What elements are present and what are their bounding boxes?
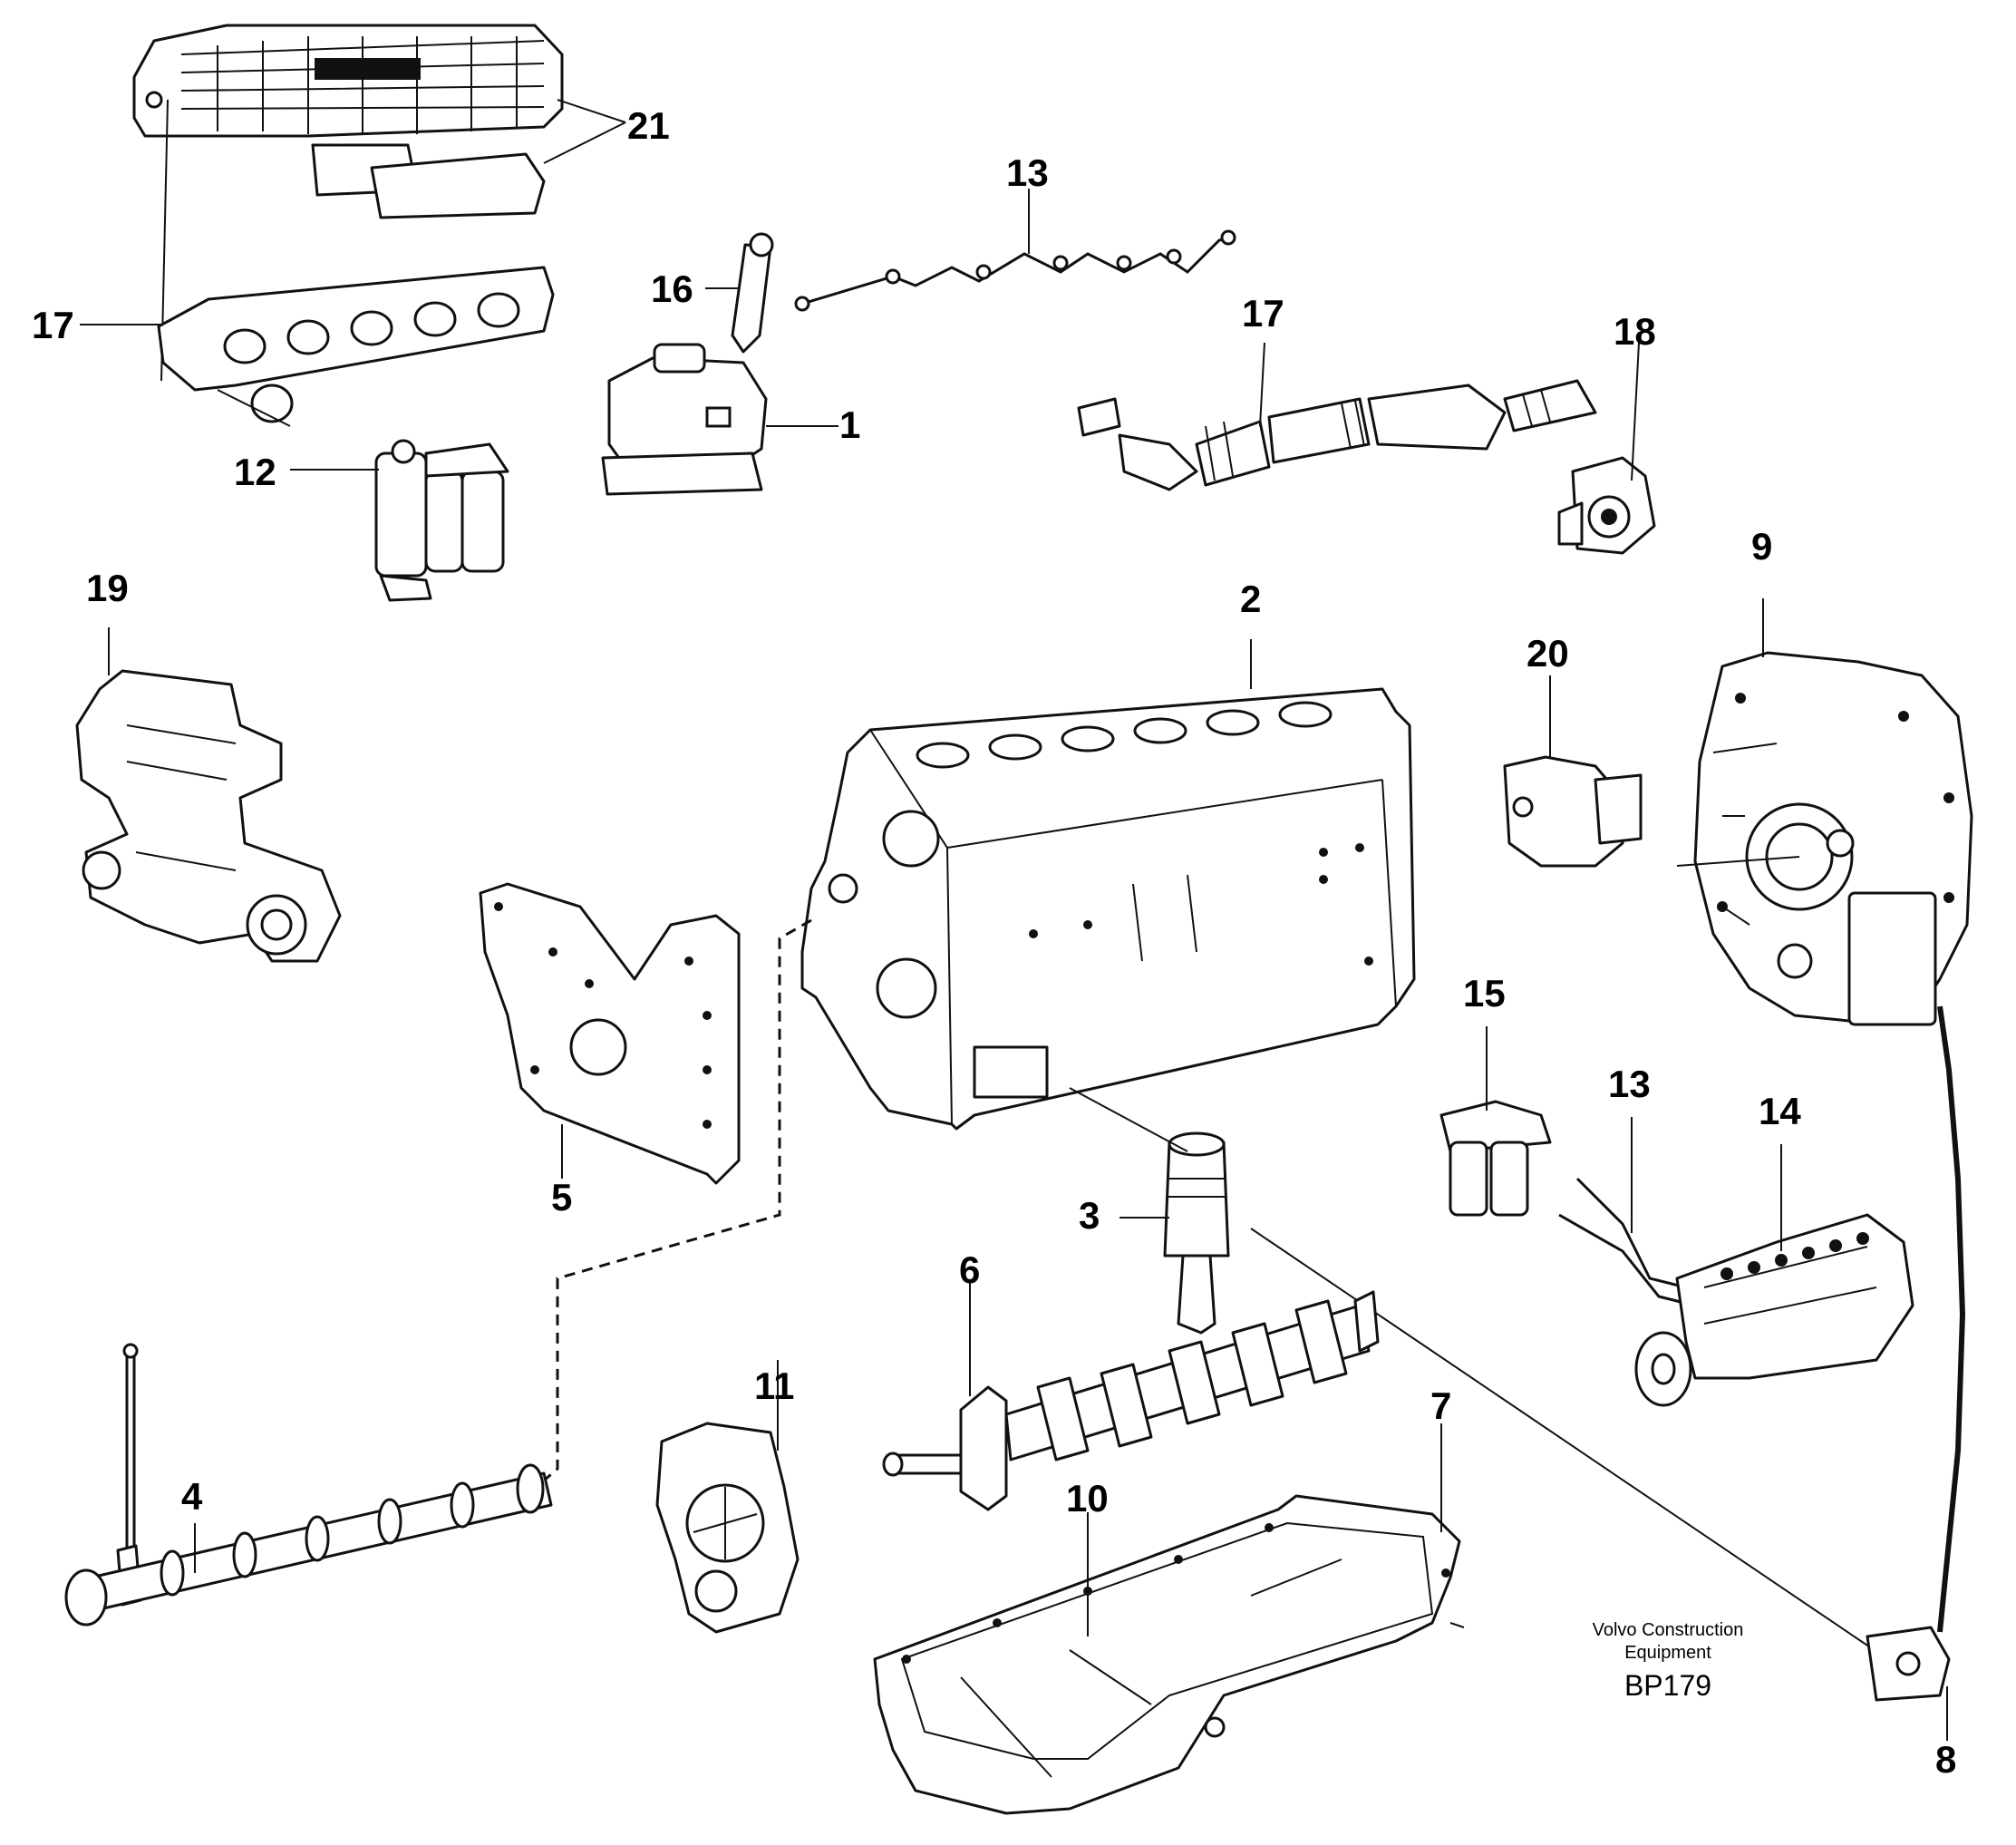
injector-part bbox=[705, 232, 774, 354]
water-pump-part bbox=[75, 627, 342, 963]
valve-cover-part bbox=[132, 24, 626, 382]
callout-10: 10 bbox=[1066, 1477, 1109, 1520]
callout-3: 3 bbox=[1079, 1194, 1100, 1237]
callout-14: 14 bbox=[1759, 1090, 1801, 1132]
callout-21: 21 bbox=[627, 104, 670, 147]
fuel-filter-part bbox=[1439, 1026, 1552, 1217]
turbocharger-part bbox=[1557, 342, 1656, 555]
callout-5: 5 bbox=[551, 1176, 573, 1219]
fuel-line-upper-part bbox=[794, 189, 1236, 312]
timing-gear-cover-part bbox=[479, 882, 741, 1185]
callout-1: 1 bbox=[839, 403, 861, 446]
callout-15: 15 bbox=[1463, 972, 1506, 1015]
callout-20: 20 bbox=[1527, 632, 1569, 675]
callout-9: 9 bbox=[1751, 525, 1773, 568]
callout-13-fuel-line-lower: 13 bbox=[1608, 1063, 1651, 1105]
cylinder-head-part bbox=[601, 343, 838, 496]
callout-17-inlet-manifold: 17 bbox=[32, 304, 74, 346]
callout-12: 12 bbox=[234, 451, 276, 493]
manufacturer-credit: Volvo Construction Equipment BP179 bbox=[1532, 1619, 1804, 1703]
callout-17-exhaust-manifold: 17 bbox=[1242, 292, 1284, 335]
callout-8: 8 bbox=[1935, 1738, 1957, 1781]
cover-plate-part bbox=[1866, 1005, 1966, 1741]
callout-7: 7 bbox=[1430, 1384, 1452, 1427]
callout-13-fuel-line-upper: 13 bbox=[1006, 151, 1049, 194]
callout-11: 11 bbox=[754, 1364, 795, 1407]
callout-19: 19 bbox=[86, 567, 129, 609]
oil-sump-part bbox=[873, 1423, 1465, 1815]
callout-4: 4 bbox=[181, 1475, 203, 1518]
credit-line-1: Volvo Construction bbox=[1592, 1620, 1744, 1640]
callout-18: 18 bbox=[1614, 310, 1656, 353]
camshaft-part bbox=[64, 1343, 553, 1627]
engine-block-part bbox=[800, 639, 1416, 1131]
callout-6: 6 bbox=[959, 1248, 981, 1291]
piston-part bbox=[1069, 1087, 1882, 1656]
oil-pump-part bbox=[655, 1360, 800, 1634]
crankshaft-part bbox=[882, 1283, 1380, 1511]
callout-16: 16 bbox=[651, 267, 693, 310]
inlet-manifold-part bbox=[80, 266, 555, 427]
drawing-code: BP179 bbox=[1623, 1669, 1712, 1702]
exhaust-manifold-part bbox=[1077, 342, 1597, 491]
injection-pump-part bbox=[1558, 1117, 1914, 1407]
flywheel-housing-part bbox=[1676, 598, 1973, 1026]
callout-2: 2 bbox=[1240, 578, 1262, 620]
oil-filter-part bbox=[290, 439, 509, 602]
credit-line-2: Equipment bbox=[1624, 1643, 1711, 1663]
starter-motor-part bbox=[1503, 675, 1643, 868]
